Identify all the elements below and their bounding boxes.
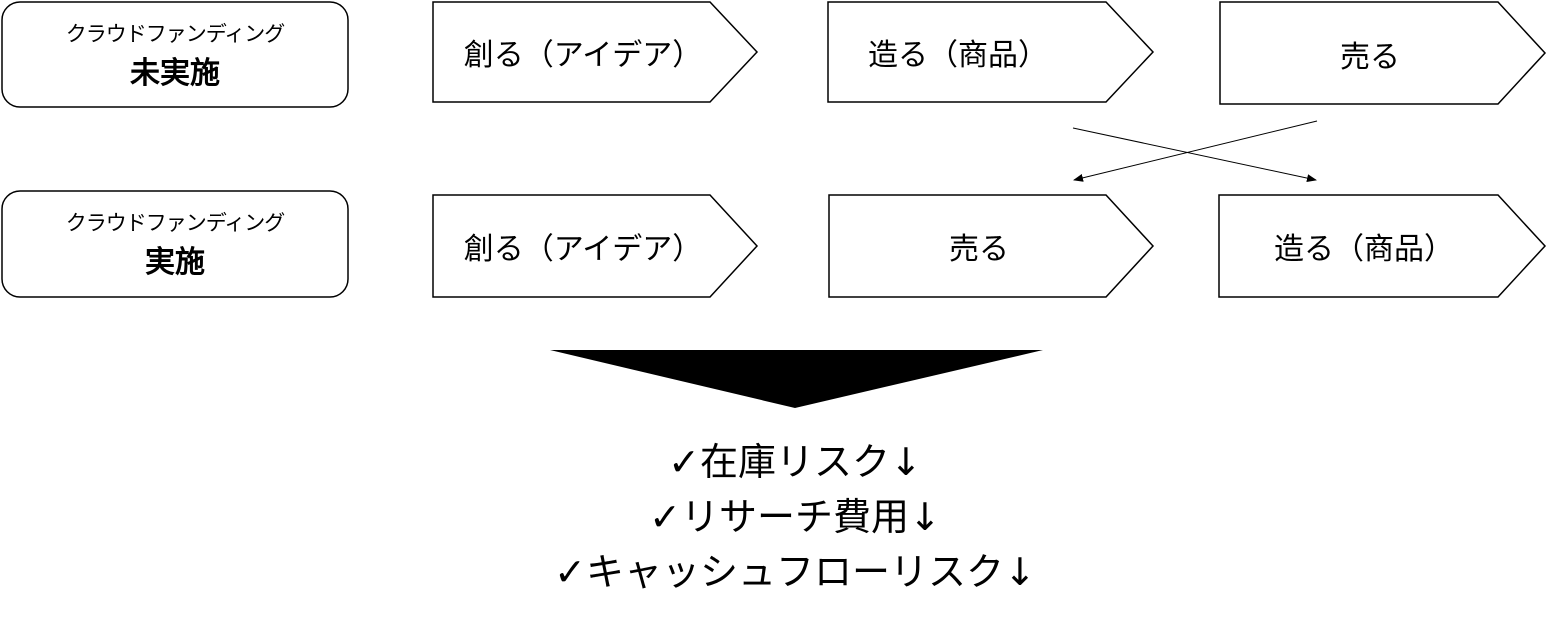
result-cashflow-risk: ✓キャッシュフローリスク↓ (554, 550, 1036, 594)
row2-chevron-2 (828, 194, 1155, 298)
row2-label-main: 実施 (145, 245, 205, 280)
row2-chevron-3 (1218, 194, 1547, 298)
row1-step-3: 売る (1340, 40, 1400, 75)
swap-arrow-right (1072, 127, 1317, 183)
row2-step-3: 造る（商品） (1274, 232, 1454, 267)
row2-step-1: 創る（アイデア） (463, 232, 703, 267)
row1-label-box (1, 1, 349, 108)
row1-chevron-3 (1219, 1, 1547, 105)
row2-step-2: 売る (949, 232, 1009, 267)
row1-label: クラウドファンディング 未実施 (2, 2, 348, 107)
row2-label-box (1, 190, 349, 298)
down-triangle-arrow (550, 350, 1043, 408)
result-inventory-risk: ✓在庫リスク↓ (668, 440, 922, 484)
result-research-cost: ✓リサーチ費用↓ (649, 495, 941, 539)
row1-chevron-2 (827, 1, 1155, 103)
swap-arrow-left (1073, 120, 1318, 182)
row1-label-main: 未実施 (130, 55, 220, 91)
row1-step-1: 創る（アイデア） (463, 38, 703, 73)
row1-label-top: クラウドファンディング (65, 21, 286, 46)
row2-label: クラウドファンディング 実施 (2, 191, 348, 297)
row1-chevron-1 (432, 1, 759, 103)
row1-step-2: 造る（商品） (868, 38, 1048, 73)
row2-label-top: クラウドファンディング (65, 211, 286, 235)
row2-chevron-1 (432, 194, 759, 298)
